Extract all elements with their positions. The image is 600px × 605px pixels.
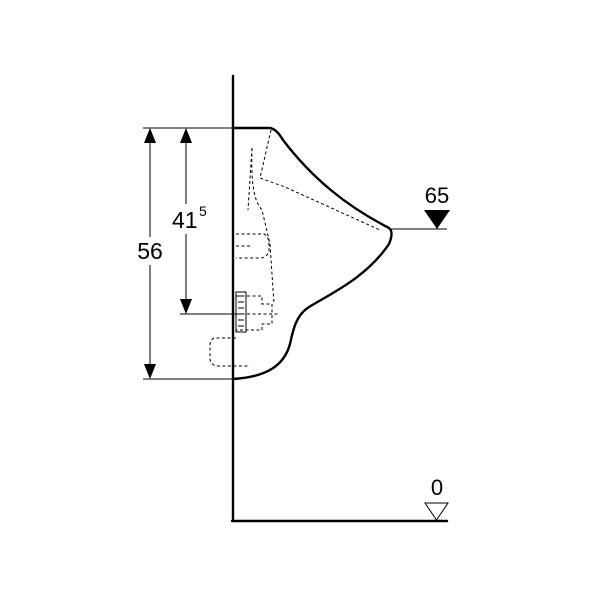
dimension-total-height: 56 xyxy=(132,127,233,380)
dimension-label-41: 41 xyxy=(172,207,198,233)
outlet-fitting xyxy=(235,291,247,333)
waste-pipe-hidden xyxy=(209,337,250,367)
rim-channel-hidden xyxy=(259,129,381,231)
rim-level-label: 65 xyxy=(425,183,449,208)
label-mask xyxy=(168,204,216,234)
inner-bowl-hidden xyxy=(251,147,275,305)
inlet-connector-hidden xyxy=(236,233,270,259)
level-marker-floor: 0 xyxy=(424,475,449,521)
dimension-outlet-height: 41 5 xyxy=(168,128,236,315)
arrowhead-bottom xyxy=(180,299,192,314)
filled-triangle-icon xyxy=(424,210,450,229)
arrowhead-top xyxy=(180,128,192,143)
outline-triangle-icon xyxy=(424,502,449,521)
outlet-trap-hidden xyxy=(236,295,273,331)
dimension-label-superscript: 5 xyxy=(199,203,207,219)
urinal-outline xyxy=(231,126,393,381)
floor-level-label: 0 xyxy=(431,475,443,500)
arrowhead-bottom xyxy=(144,364,156,379)
arrowhead-top xyxy=(144,128,156,143)
level-marker-rim: 65 xyxy=(389,183,450,230)
inner-bowl-outer-hidden xyxy=(247,147,253,211)
label-mask xyxy=(132,237,168,265)
dimension-label-56: 56 xyxy=(137,238,163,264)
